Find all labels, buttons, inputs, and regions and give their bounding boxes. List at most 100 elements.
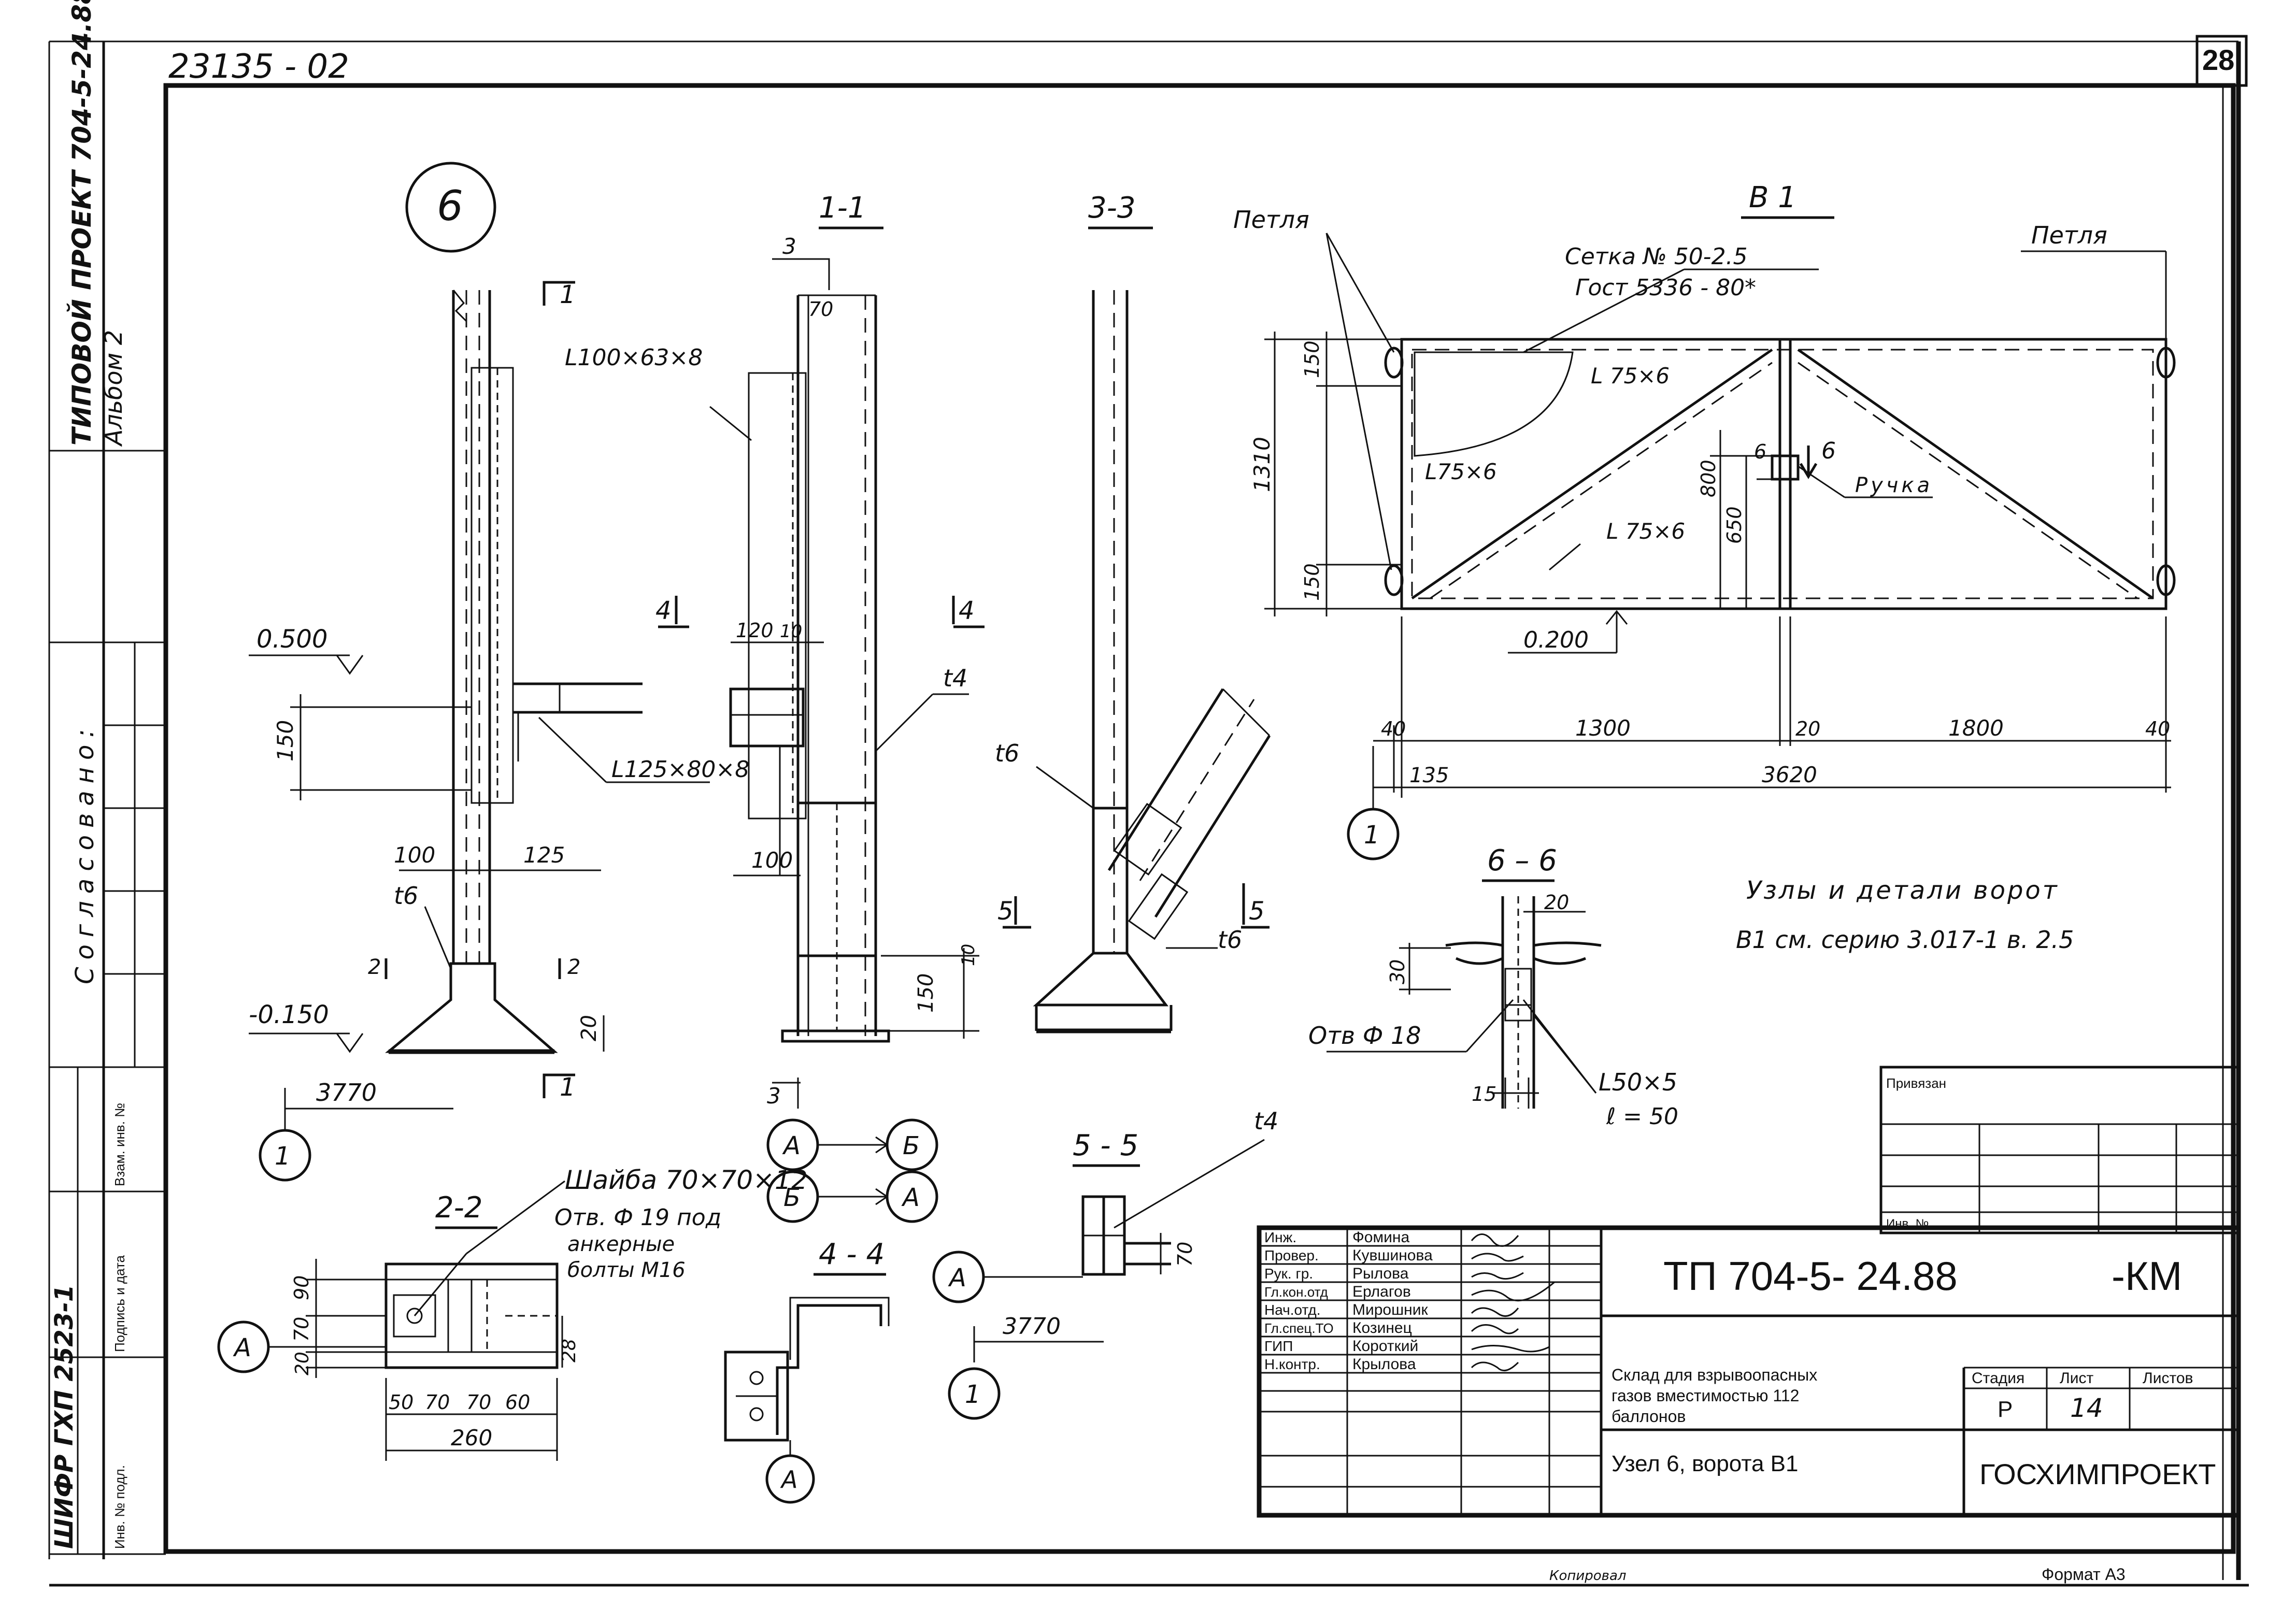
sec11-plate-t4: t4: [943, 664, 967, 692]
sec11-dim-150: 150: [914, 973, 938, 1013]
gate-dim-800: 800: [1697, 459, 1720, 497]
node-6-dim-150: 150: [273, 720, 298, 762]
stamp-list-header: Лист: [2060, 1370, 2093, 1387]
note-line-1: Узлы и детали ворот: [1746, 876, 2059, 905]
gate-dim-40-left: 40: [1381, 717, 1406, 740]
gate-b1-title: В 1: [1749, 181, 1796, 214]
sec66-length: ℓ = 50: [1606, 1103, 1678, 1130]
sec66-dim-30: 30: [1386, 959, 1409, 984]
side-cipher: ШИФР ГХП 2523-1: [50, 1285, 79, 1549]
sec11-dim-70: 70: [808, 298, 833, 321]
section-6-6-title: 6 – 6: [1487, 844, 1557, 878]
section-3-3-drawing: [1003, 226, 1271, 1033]
sec33-plate-t6-a: t6: [995, 739, 1019, 767]
stamp-name-5: Козинец: [1352, 1319, 1412, 1337]
stamp-inv: Инв. №: [1886, 1217, 1929, 1231]
sec11-dim-3-bottom: 3: [767, 1083, 781, 1109]
sec55-plate-t4: t4: [1254, 1107, 1278, 1135]
side-sign-date: Подпись и дата: [112, 1255, 127, 1352]
side-title-album: Альбом 2: [99, 330, 127, 447]
sec55-axis-1: 1: [965, 1380, 981, 1409]
node-6-dim-20: 20: [577, 1015, 601, 1041]
section-1-1-drawing: [658, 226, 985, 1109]
node-6-cut1-bottom: 1: [560, 1073, 576, 1102]
ref-a-1: А: [782, 1131, 801, 1160]
gate-dim-150-bottom: 150: [1301, 563, 1323, 601]
gate-angle-diag: L 75×6: [1606, 519, 1685, 544]
gate-mesh-1: Сетка № 50-2.5: [1565, 243, 1748, 270]
stamp-name-6: Короткий: [1352, 1338, 1418, 1355]
sec11-dim-120: 120: [736, 619, 774, 642]
node-6-axis-1: 1: [275, 1142, 291, 1171]
sec55-axis-a: А: [948, 1263, 966, 1292]
sec11-angle: L100×63×8: [565, 344, 703, 371]
stamp-object-3: баллонов: [1612, 1407, 1686, 1426]
stamp-name-3: Ерлагов: [1352, 1283, 1411, 1300]
stamp-role-1: Провер.: [1264, 1247, 1319, 1263]
sec22-dim-70: 70: [290, 1317, 313, 1342]
sec22-dim-90: 90: [290, 1275, 313, 1300]
stamp-role-0: Инж.: [1264, 1229, 1296, 1245]
note-line-2: В1 см. серию 3.017-1 в. 2.5: [1736, 926, 2074, 954]
section-5-5-drawing: [932, 1139, 1265, 1420]
stamp-stage-header: Стадия: [1972, 1370, 2024, 1387]
ref-a-2: А: [901, 1183, 920, 1212]
gate-angle-top: L 75×6: [1591, 363, 1670, 389]
stamp-name-7: Крылова: [1352, 1356, 1416, 1373]
sec33-plate-t6-b: t6: [1218, 926, 1242, 954]
sec11-dim-10: 10: [780, 621, 802, 642]
section-4-4-drawing: [724, 1273, 890, 1504]
gate-dim-40-right: 40: [2145, 717, 2170, 740]
node-6-dim-100: 100: [394, 842, 435, 868]
gate-dim-6: 6: [1754, 440, 1766, 463]
title-block: [1257, 1066, 2241, 1518]
stamp-role-6: ГИП: [1264, 1338, 1293, 1354]
gate-angle-left: L75×6: [1425, 459, 1497, 484]
gate-cut-6: 6: [1821, 438, 1836, 464]
section-3-3-title: 3-3: [1088, 191, 1135, 225]
gate-dim-1800: 1800: [1948, 715, 2004, 741]
sec11-cut4-right: 4: [959, 596, 975, 625]
sec11-dim-3-top: 3: [782, 234, 796, 259]
sec22-dim-20: 20: [292, 1352, 313, 1375]
stamp-role-7: Н.контр.: [1264, 1356, 1320, 1372]
gate-b1-drawing: [1264, 216, 2176, 860]
sec55-dim-70: 70: [1174, 1242, 1196, 1267]
sec22-dim-260: 260: [451, 1425, 492, 1450]
sec55-dim-3770: 3770: [1003, 1313, 1061, 1340]
stamp-list: 14: [2070, 1393, 2103, 1423]
ref-b-1: Б: [903, 1131, 920, 1160]
gate-dim-20: 20: [1795, 717, 1820, 740]
stamp-role-4: Нач.отд.: [1264, 1302, 1321, 1318]
sec22-dim-70a: 70: [425, 1391, 450, 1414]
stamp-stage: Р: [1998, 1397, 2013, 1422]
node-6-id: 6: [437, 182, 463, 230]
stamp-object-2: газов вместимостью 112: [1612, 1386, 1799, 1405]
sec22-hole: Отв. Ф 19 под: [554, 1204, 721, 1231]
sec33-cut5-left: 5: [997, 897, 1014, 926]
gate-mesh-2: Гост 5336 - 80*: [1575, 275, 1756, 301]
stamp-lists-header: Листов: [2143, 1370, 2193, 1387]
stamp-name-2: Рылова: [1352, 1265, 1409, 1282]
side-inv-vzam: Взам. инв. №: [112, 1103, 127, 1186]
sec22-dim-28: 28: [559, 1339, 580, 1362]
stamp-role-5: Гл.спец.ТО: [1264, 1320, 1334, 1336]
gate-dim-135: 135: [1409, 764, 1449, 787]
sec22-anchor-1: анкерные: [567, 1232, 675, 1256]
sec11-dim-10b: 10: [958, 944, 979, 966]
sec66-dim-15: 15: [1472, 1083, 1496, 1105]
sheet-code: 23135 - 02: [168, 48, 349, 86]
sec22-washer: Шайба 70×70×12: [565, 1165, 808, 1195]
node-6-drawing: [249, 162, 710, 1182]
section-1-1-title: 1-1: [819, 191, 866, 225]
node-6-cut1-top: 1: [560, 280, 576, 309]
section-2-2-title: 2-2: [435, 1191, 482, 1225]
section-5-5-title: 5 - 5: [1073, 1129, 1138, 1162]
gate-loop-left: Петля: [1233, 206, 1309, 234]
mark-0500: 0.500: [256, 625, 327, 654]
section-6-6-drawing: [1327, 879, 1602, 1109]
stamp-linked: Привязан: [1886, 1075, 1946, 1091]
left-side-strip: [49, 41, 166, 1559]
stamp-name-0: Фомина: [1352, 1229, 1409, 1246]
sec44-axis-a: А: [780, 1466, 797, 1493]
